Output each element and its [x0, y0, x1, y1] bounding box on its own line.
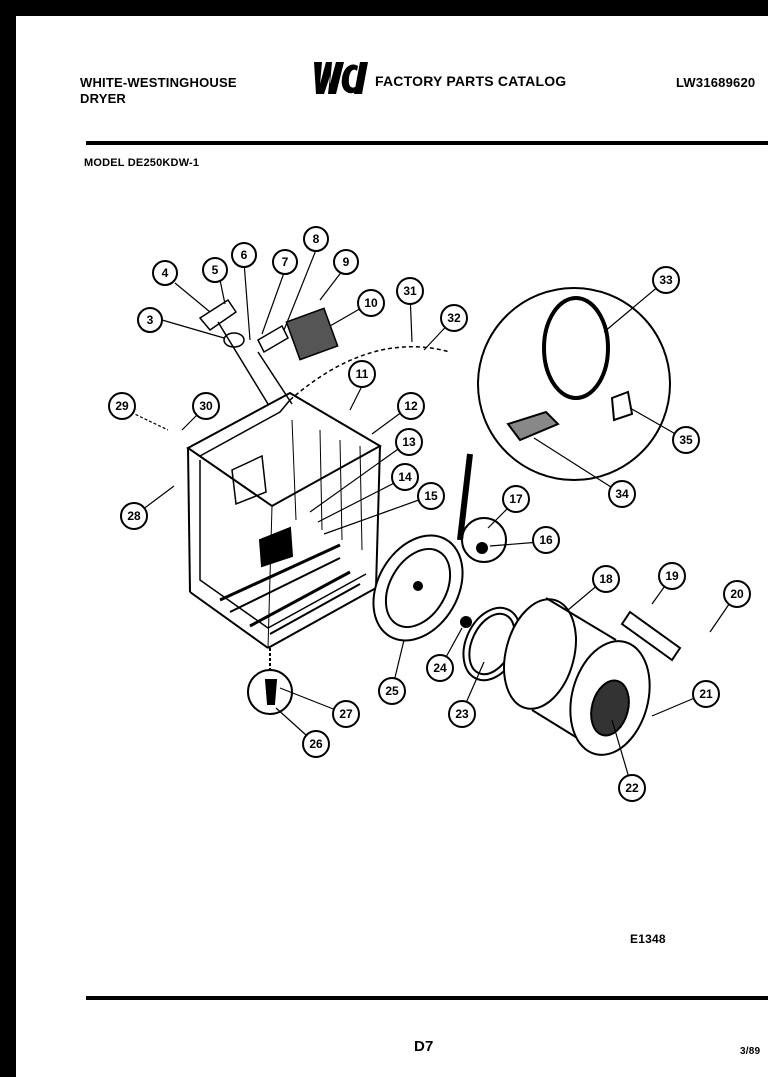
callout-25: 25: [378, 677, 406, 705]
callout-34: 34: [608, 480, 636, 508]
footer-rule: [86, 996, 768, 1000]
callout-18: 18: [592, 565, 620, 593]
callout-24: 24: [426, 654, 454, 682]
svg-text:25: 25: [385, 684, 399, 698]
svg-text:5: 5: [212, 263, 219, 277]
svg-text:33: 33: [659, 273, 673, 287]
callout-20: 20: [723, 580, 751, 608]
callout-33: 33: [652, 266, 680, 294]
svg-text:22: 22: [625, 781, 639, 795]
callout-15: 15: [417, 482, 445, 510]
callout-32: 32: [440, 304, 468, 332]
callout-4: 4: [152, 260, 178, 286]
figure-reference: E1348: [630, 932, 666, 946]
callout-7: 7: [272, 249, 298, 275]
svg-text:30: 30: [199, 399, 213, 413]
date-code: 3/89: [740, 1046, 761, 1057]
control-parts: [198, 298, 451, 405]
svg-text:17: 17: [509, 492, 523, 506]
callout-28: 28: [120, 502, 148, 530]
wci-logo: [314, 62, 368, 94]
callout-10: 10: [357, 289, 385, 317]
svg-text:35: 35: [679, 433, 693, 447]
svg-text:14: 14: [398, 470, 412, 484]
detail-inset: [457, 287, 671, 541]
model-label: MODEL DE250KDW-1: [84, 157, 200, 169]
scan-border-top: [0, 0, 768, 16]
detail-circle-26: [247, 648, 293, 715]
svg-text:10: 10: [364, 296, 378, 310]
svg-text:6: 6: [241, 248, 248, 262]
callout-labels: 3 4 5 6 7 8 9 10 11 12 13 14 15 16 17 18…: [108, 226, 751, 802]
callout-23: 23: [448, 700, 476, 728]
svg-text:21: 21: [699, 687, 713, 701]
svg-text:8: 8: [313, 232, 320, 246]
svg-text:3: 3: [147, 313, 154, 327]
dryer-cabinet: [186, 391, 383, 649]
header-rule: [86, 141, 768, 145]
callout-29: 29: [108, 392, 136, 420]
svg-text:27: 27: [339, 707, 353, 721]
callout-14: 14: [391, 463, 419, 491]
scan-border-left: [0, 0, 16, 1077]
svg-text:13: 13: [402, 435, 416, 449]
callout-27: 27: [332, 700, 360, 728]
svg-text:34: 34: [615, 487, 629, 501]
callout-19: 19: [658, 562, 686, 590]
callout-17: 17: [502, 485, 530, 513]
callout-13: 13: [395, 428, 423, 456]
svg-text:28: 28: [127, 509, 141, 523]
appliance-type: DRYER: [80, 91, 127, 106]
front-bulkhead: [372, 534, 464, 642]
svg-text:11: 11: [356, 367, 369, 381]
callout-11: 11: [348, 360, 376, 388]
svg-text:23: 23: [455, 707, 469, 721]
svg-text:18: 18: [599, 572, 613, 586]
svg-text:26: 26: [309, 737, 323, 751]
callout-12: 12: [397, 392, 425, 420]
svg-text:9: 9: [343, 255, 350, 269]
svg-text:4: 4: [162, 266, 169, 280]
callout-35: 35: [672, 426, 700, 454]
callout-31: 31: [396, 277, 424, 305]
brand-name: WHITE-WESTINGHOUSE: [80, 75, 237, 90]
drum-baffle: [620, 610, 682, 662]
callout-8: 8: [303, 226, 329, 252]
detail-circle-16: [461, 517, 507, 563]
svg-text:19: 19: [665, 569, 679, 583]
svg-text:16: 16: [539, 533, 553, 547]
callout-16: 16: [532, 526, 560, 554]
callout-6: 6: [231, 242, 257, 268]
callout-5: 5: [202, 257, 228, 283]
drum: [503, 597, 651, 756]
callout-22: 22: [618, 774, 646, 802]
svg-text:29: 29: [115, 399, 129, 413]
svg-text:7: 7: [282, 255, 289, 269]
svg-text:15: 15: [424, 489, 438, 503]
callout-21: 21: [692, 680, 720, 708]
svg-text:12: 12: [404, 399, 418, 413]
svg-text:32: 32: [447, 311, 461, 325]
svg-text:31: 31: [403, 284, 417, 298]
callout-3: 3: [137, 307, 163, 333]
page-number: D7: [414, 1038, 434, 1055]
callout-26: 26: [302, 730, 330, 758]
callout-9: 9: [333, 249, 359, 275]
svg-text:24: 24: [433, 661, 447, 675]
document-number: LW31689620: [676, 75, 756, 90]
svg-text:20: 20: [730, 587, 744, 601]
catalog-title: FACTORY PARTS CATALOG: [375, 73, 567, 89]
callout-30: 30: [192, 392, 220, 420]
